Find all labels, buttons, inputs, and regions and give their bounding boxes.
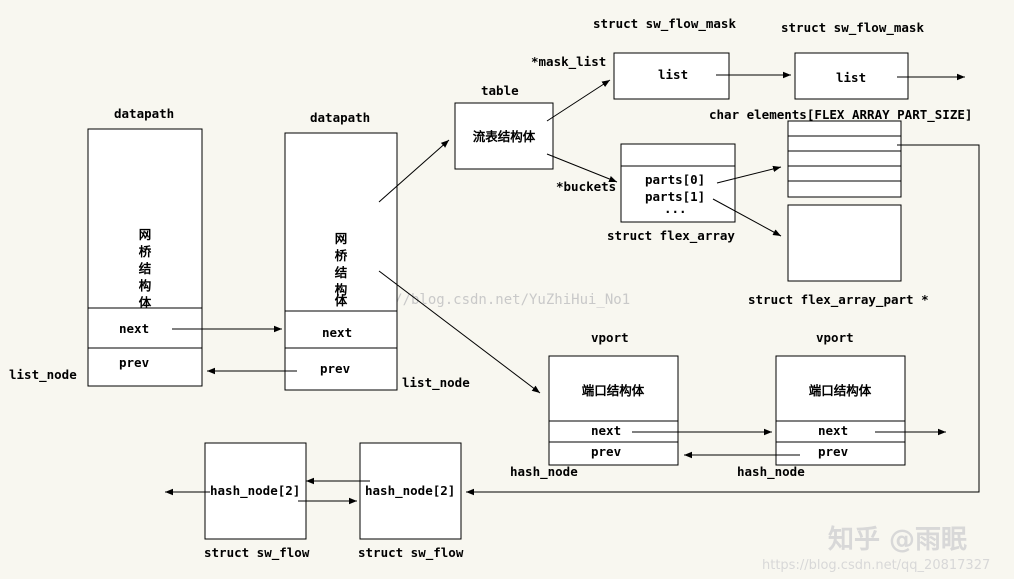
flex-elements: char elements[FLEX_ARRAY_PART_SIZE] stru…: [709, 107, 972, 308]
dp-to-table-arrow: [378, 139, 450, 203]
sw-flow-mask-1-box: [613, 52, 730, 100]
datapath-2-next: next: [322, 325, 352, 340]
datapath-2-box: [284, 132, 398, 391]
vport-2-next: next: [818, 423, 848, 438]
datapath-1-body-char-4: 体: [139, 295, 152, 310]
vport-2-hash-node: hash_node: [737, 464, 805, 480]
table-title: table: [481, 83, 519, 98]
blog-url-watermark: http://blog.csdn.net/YuZhiHui_No1: [352, 292, 630, 308]
sw-flow-mask-2-list: list: [836, 70, 866, 85]
flex-array-part-box: [787, 204, 902, 282]
elements-to-flow-arrow: [466, 144, 980, 496]
flex-parts1: parts[1]: [645, 189, 705, 204]
datapath-2-body-char-1: 桥: [335, 248, 348, 263]
csdn-watermark: https://blog.csdn.net/qq_20817327: [762, 558, 990, 573]
datapath-1-body-char-0: 网: [139, 227, 152, 242]
flex-dots: ...: [664, 201, 687, 216]
vport-2-prev: prev: [818, 444, 849, 459]
datapath-2-body-char-3: 构: [335, 282, 348, 297]
datapath-2-prev: prev: [320, 361, 351, 376]
sw-flow-mask-2-box: [794, 52, 909, 100]
table-to-mask-arrow: [546, 79, 611, 122]
vport-1-next: next: [591, 423, 621, 438]
elements-box: [787, 120, 902, 198]
dp-to-vport-arrow: [378, 270, 541, 394]
table-box: [454, 102, 554, 170]
zhihu-watermark: 知乎 @雨眠: [828, 525, 967, 555]
vport-1-box: [548, 355, 679, 466]
datapath-1-list-node: list_node: [9, 367, 77, 383]
datapath-2-list-node: list_node: [402, 375, 470, 391]
sw-flow-2-box: [359, 442, 462, 540]
vport-1-hash-node: hash_node: [510, 464, 578, 480]
datapath-1-body-char-1: 桥: [139, 244, 152, 259]
vport-1: vport 端口结构体 next prev hash_node: [510, 330, 679, 480]
buckets-label: *buckets: [556, 179, 616, 194]
flex-array-title: struct flex_array: [607, 228, 735, 244]
datapath-1-body-char-2: 结: [139, 261, 152, 276]
sw-flow-2-title: struct sw_flow: [358, 545, 464, 561]
datapath-1: datapath 网 桥 结 构 体 next prev list_node: [9, 106, 203, 387]
sw-flow-1: hash_node[2] struct sw_flow: [204, 442, 310, 561]
sw-flow-mask-1-title: struct sw_flow_mask: [593, 16, 736, 32]
sw-flow-2-hash-node: hash_node[2]: [365, 483, 455, 499]
vport-2: vport 端口结构体 next prev hash_node: [737, 330, 906, 480]
sw-flow-1-title: struct sw_flow: [204, 545, 310, 561]
sw-flow-mask-1-list: list: [658, 67, 688, 82]
datapath-1-body-char-3: 构: [139, 278, 152, 293]
datapath-1-next: next: [119, 321, 149, 336]
sw-flow-1-hash-node: hash_node[2]: [210, 483, 300, 499]
vport-2-title: vport: [816, 330, 854, 345]
flex-parts0: parts[0]: [645, 172, 705, 187]
sw-flow-2: hash_node[2] struct sw_flow: [358, 442, 464, 561]
sw-flow-mask-2: struct sw_flow_mask list: [781, 20, 924, 100]
flow-table: table 流表结构体 *mask_list *buckets: [454, 54, 616, 194]
sw-flow-1-box: [204, 442, 307, 540]
vport-1-prev: prev: [591, 444, 622, 459]
sw-flow-mask-1: struct sw_flow_mask list: [593, 16, 736, 100]
datapath-2-body-char-4: 体: [335, 293, 348, 308]
table-body: 流表结构体: [473, 129, 536, 144]
mask-list-label: *mask_list: [531, 54, 606, 70]
elements-title: char elements[FLEX_ARRAY_PART_SIZE]: [709, 107, 972, 123]
datapath-2: datapath 网 桥 结 构 体 next prev list_node: [284, 110, 470, 391]
flex-array: parts[0] parts[1] ... struct flex_array: [607, 143, 736, 244]
sw-flow-mask-2-title: struct sw_flow_mask: [781, 20, 924, 36]
datapath-2-body-char-2: 结: [335, 265, 348, 280]
datapath-2-title: datapath: [310, 110, 370, 125]
vport-2-body: 端口结构体: [809, 383, 872, 398]
flex-array-box: [620, 143, 736, 223]
vport-1-body: 端口结构体: [582, 383, 645, 398]
vport-1-title: vport: [591, 330, 629, 345]
vport-2-box: [775, 355, 906, 466]
datapath-1-prev: prev: [119, 355, 150, 370]
datapath-1-box: [87, 128, 203, 387]
datapath-2-body-char-0: 网: [335, 231, 348, 246]
table-to-flex-arrow: [546, 153, 618, 183]
connectors: [165, 71, 980, 505]
datapath-1-title: datapath: [114, 106, 174, 121]
parts1-arrow: [712, 198, 782, 237]
flex-array-part-title: struct flex_array_part *: [748, 292, 929, 308]
parts0-arrow: [716, 165, 782, 184]
